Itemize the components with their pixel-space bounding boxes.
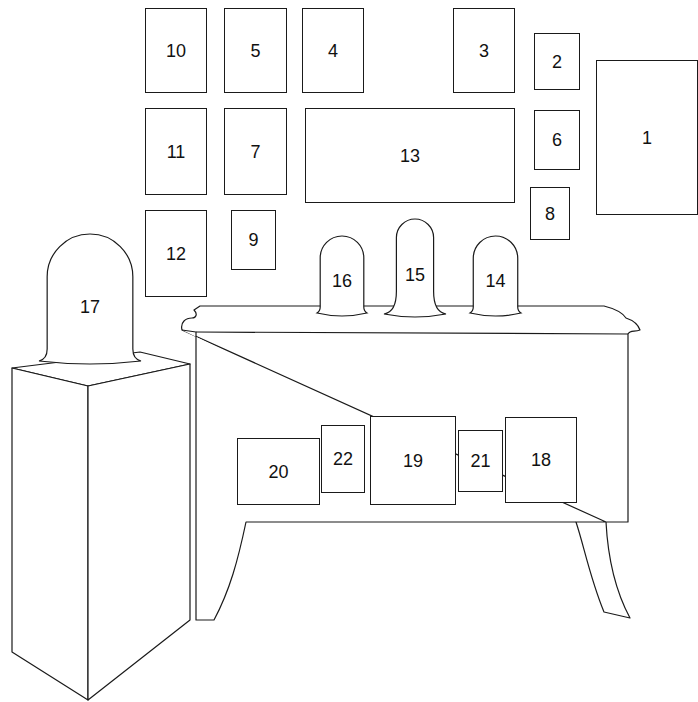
- artwork-frame: 11: [145, 108, 207, 195]
- artwork-frame: 12: [145, 210, 207, 297]
- callout-number: 6: [552, 131, 562, 149]
- bell-jar-shape: [470, 236, 521, 316]
- artwork-frame: 22: [321, 425, 365, 493]
- callout-number: 18: [531, 451, 551, 469]
- callout-number: 10: [166, 42, 186, 60]
- callout-number: 21: [470, 452, 490, 470]
- callout-number: 7: [250, 143, 260, 161]
- callout-number: 17: [80, 298, 100, 316]
- sideboard-body: [182, 330, 576, 620]
- artwork-frame: 21: [458, 430, 503, 492]
- artwork-frame: 6: [534, 110, 580, 170]
- callout-number: 16: [332, 272, 352, 290]
- artwork-frame: 1: [596, 60, 698, 215]
- bell-jar: 14: [469, 235, 522, 318]
- callout-number: 22: [333, 450, 353, 468]
- callout-number: 4: [328, 42, 338, 60]
- callout-number: 5: [250, 42, 260, 60]
- artwork-frame: 8: [530, 187, 570, 240]
- bell-jar: 17: [38, 233, 142, 366]
- callout-number: 11: [167, 143, 186, 161]
- artwork-frame: 18: [505, 417, 577, 503]
- callout-number: 19: [403, 452, 423, 470]
- bell-jar: 15: [383, 218, 447, 319]
- artwork-frame: 3: [453, 8, 515, 93]
- artwork-frame: 9: [231, 210, 276, 270]
- bell-jar-shape: [317, 236, 367, 316]
- bell-jar: 16: [316, 235, 368, 318]
- callout-number: 13: [400, 147, 420, 165]
- artwork-frame: 20: [237, 438, 320, 505]
- artwork-frame: 4: [302, 8, 364, 93]
- artwork-frame: 19: [370, 416, 456, 505]
- callout-number: 2: [552, 53, 562, 71]
- bell-jar-shape: [39, 234, 141, 364]
- callout-number: 3: [479, 42, 489, 60]
- callout-number: 20: [268, 463, 288, 481]
- callout-number: 9: [248, 231, 258, 249]
- pedestal-left: [12, 368, 88, 700]
- sideboard-edge: [196, 332, 628, 334]
- callout-number: 8: [545, 205, 555, 223]
- callout-number: 15: [405, 266, 425, 284]
- artwork-frame: 5: [224, 8, 287, 93]
- sideboard: [182, 306, 640, 618]
- pedestal-right: [88, 364, 190, 700]
- bell-jar-shape: [384, 219, 446, 317]
- callout-number: 1: [642, 129, 652, 147]
- artwork-frame: 7: [224, 108, 287, 195]
- callout-number: 14: [485, 272, 505, 290]
- artwork-frame: 2: [534, 33, 580, 90]
- callout-number: 12: [166, 245, 186, 263]
- artwork-frame: 13: [305, 108, 515, 203]
- artwork-frame: 10: [145, 8, 207, 93]
